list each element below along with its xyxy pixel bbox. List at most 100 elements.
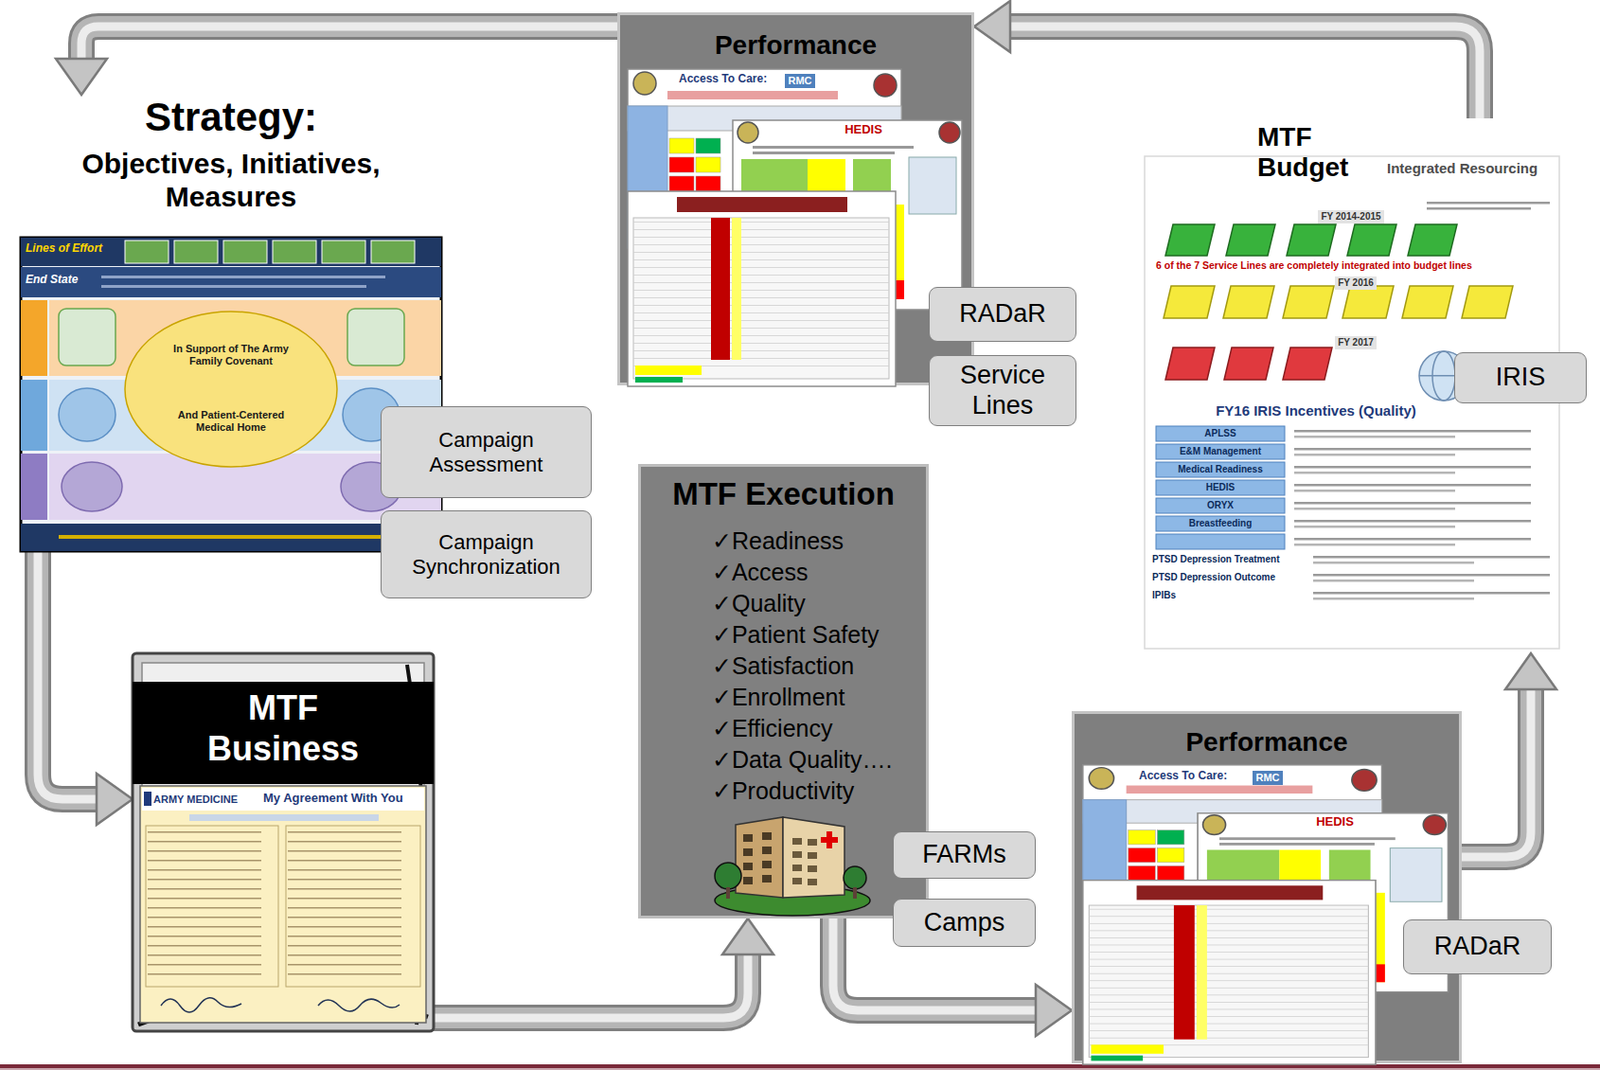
art-rect xyxy=(20,266,442,298)
art-rect xyxy=(1426,201,1550,205)
panel-text: ✓Productivity xyxy=(711,775,925,807)
art-rect xyxy=(287,888,402,890)
art-rect xyxy=(633,327,889,330)
art-rect xyxy=(669,157,694,173)
art-rect xyxy=(20,379,48,451)
art-rect xyxy=(321,240,366,264)
process-arrow xyxy=(433,918,774,1018)
art-rect xyxy=(1173,905,1195,1040)
arrow-head xyxy=(1505,653,1557,690)
callout-text: IRIS xyxy=(1495,362,1547,392)
image-label: Medical Readiness xyxy=(1159,463,1281,476)
text-slot: In Support of The Army Family Covenant xyxy=(169,342,293,367)
process-arrow xyxy=(1461,653,1557,857)
art-rect xyxy=(807,878,818,886)
art-rect xyxy=(58,308,116,366)
art-rect xyxy=(1088,907,1369,910)
image-label: PTSD Depression Treatment xyxy=(1152,553,1312,566)
art-rect xyxy=(1294,525,1456,529)
text-slot: RMC xyxy=(781,71,819,89)
art-rect xyxy=(633,357,889,360)
art-rect xyxy=(633,274,889,277)
art-rect xyxy=(20,300,48,376)
art-rect xyxy=(287,973,402,976)
art-rect xyxy=(1088,986,1369,989)
art-rect xyxy=(807,852,818,859)
art-rect xyxy=(287,878,402,881)
art-rect xyxy=(1156,866,1184,881)
panel-text: ✓Efficiency xyxy=(711,712,925,745)
art-rect xyxy=(285,825,421,987)
art-rect xyxy=(287,897,402,900)
art-rect xyxy=(635,365,702,375)
text-slot: ✓Access xyxy=(711,556,925,588)
image-label: ARMY MEDICINE xyxy=(153,793,260,806)
callout-inner: FARMs xyxy=(922,839,1007,870)
art-rect xyxy=(1155,480,1285,496)
callout-inner: RADaR xyxy=(1434,931,1522,961)
text-slot: ✓Data Quality…. xyxy=(711,744,925,776)
art-rect xyxy=(1128,848,1156,863)
art-rect xyxy=(287,925,402,928)
text-slot: ✓Patient Safety xyxy=(711,619,925,651)
art-rect xyxy=(1294,537,1531,541)
art-rect xyxy=(132,653,434,1032)
art-rect xyxy=(1294,507,1456,511)
art-rect xyxy=(147,831,262,834)
text-slot: ✓Efficiency xyxy=(711,712,925,745)
text-slot: ARMY MEDICINE xyxy=(153,793,260,806)
art-polygon xyxy=(1282,347,1333,380)
art-polygon xyxy=(1165,224,1215,256)
callout-box: Service Lines xyxy=(928,355,1077,427)
art-rect xyxy=(762,832,772,840)
text-slot: Performance xyxy=(620,30,972,61)
art-rect xyxy=(695,138,721,154)
art-rect xyxy=(1155,497,1285,514)
art-polygon xyxy=(1282,285,1334,319)
callout-box: RADaR xyxy=(1403,919,1552,975)
art-path xyxy=(160,997,242,1013)
art-rect xyxy=(147,859,262,862)
arrow-head xyxy=(1035,984,1072,1036)
art-rect xyxy=(743,862,753,871)
process-arrow xyxy=(55,26,618,95)
text-slot: End State xyxy=(25,273,98,287)
art-rect xyxy=(1426,207,1531,211)
image-label: FY 2016 xyxy=(1334,276,1377,290)
text-slot: Strategy: xyxy=(20,94,442,141)
footer-line xyxy=(0,1067,1600,1070)
art-rect xyxy=(1294,489,1456,493)
art-rect xyxy=(140,785,427,1023)
budget-panel: MTF BudgetIRISIntegrated ResourcingFY 20… xyxy=(1142,118,1562,654)
art-rect xyxy=(1313,573,1550,577)
art-polygon xyxy=(735,817,783,898)
arrow-shaft xyxy=(37,551,99,800)
art-rect xyxy=(1088,937,1369,940)
art-g xyxy=(714,817,871,916)
art-rect xyxy=(147,935,262,938)
art-rect xyxy=(752,145,914,149)
arrow-shaft xyxy=(433,952,748,1018)
panel-illustration xyxy=(1074,713,1465,1067)
art-rect xyxy=(1294,435,1456,439)
art-rect xyxy=(752,151,895,155)
art-rect xyxy=(1126,785,1314,794)
art-rect xyxy=(1294,453,1456,457)
art-rect xyxy=(1128,830,1156,845)
art-rect xyxy=(633,259,889,262)
art-rect xyxy=(101,275,386,279)
art-rect xyxy=(853,887,857,899)
panel-heading: MTF Business xyxy=(188,687,378,769)
art-rect xyxy=(1088,922,1369,925)
art-rect xyxy=(792,864,802,872)
image-label: Lines of Effort xyxy=(25,242,121,256)
text-slot: Integrated Resourcing xyxy=(1386,160,1558,177)
art-rect xyxy=(147,888,262,890)
art-rect xyxy=(807,865,818,872)
art-rect xyxy=(1088,1036,1369,1039)
text-slot: FY 2016 xyxy=(1317,272,1394,290)
callout-text: Campaign Synchronization xyxy=(391,530,582,579)
image-label: IPIBs xyxy=(1152,589,1312,602)
text-slot: HEDIS xyxy=(830,123,897,138)
art-rect xyxy=(1156,830,1184,845)
